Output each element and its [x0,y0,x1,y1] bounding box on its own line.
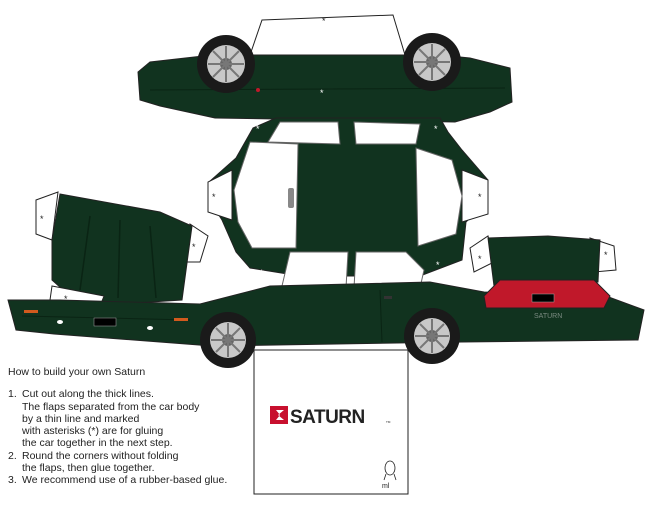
front-window [415,147,463,247]
rear-window [233,141,299,249]
left-flap [207,169,233,221]
lower-side-body: SATURN [7,279,645,368]
taillight-reflector [256,88,260,92]
flap-mark: * [192,242,196,252]
logo-trademark: TM [386,420,391,424]
flap-mark: * [256,124,260,134]
wheel-bottom-right [404,308,460,364]
flap-mark: * [40,214,44,224]
flap-mark: * [212,192,216,202]
hood-panel: * * * [35,191,209,307]
side-window-lower-right [353,251,425,289]
instruction-step: 1. Cut out along the thick lines. The fl… [8,388,200,450]
logo-wordmark: SATURN [290,407,365,428]
instruction-step: 2. Round the corners without folding the… [8,449,179,475]
side-window-lower [281,251,349,289]
flap-mark: * [478,254,482,264]
trunk-panel: * * [469,235,617,287]
side-window-upper [267,121,341,145]
wheel-bottom-left [200,312,256,368]
roof-side-panel: * * [137,14,513,123]
side-window-upper-right [353,121,421,145]
base-tab: SATURN TM ml [253,349,409,495]
license-plate-rear [531,293,555,303]
saturn-logo-icon [270,406,288,424]
flap-mark: * [260,268,264,278]
license-plate-front [93,317,117,327]
instruction-step: 3. We recommend use of a rubber-based gl… [8,474,228,487]
flap-mark: * [604,250,608,260]
roof-windows-panel: * * * * * * [207,117,489,289]
flap-mark: * [478,192,482,202]
rear-badge: SATURN [534,313,562,320]
flap-mark: * [320,88,324,98]
signature-doodle: ml [382,460,397,490]
instructions: How to build your own Saturn 1. Cut out … [8,366,258,487]
flap-mark: * [322,16,326,26]
wheel-top-left [197,35,255,93]
flap-mark: * [436,260,440,270]
flap-mark: * [434,124,438,134]
signature: ml [382,483,390,490]
roof-tab [249,14,406,56]
right-flap [461,169,489,223]
instructions-heading: How to build your own Saturn [8,366,146,378]
wheel-top-right [403,33,461,91]
flap-mark: * [64,294,68,304]
